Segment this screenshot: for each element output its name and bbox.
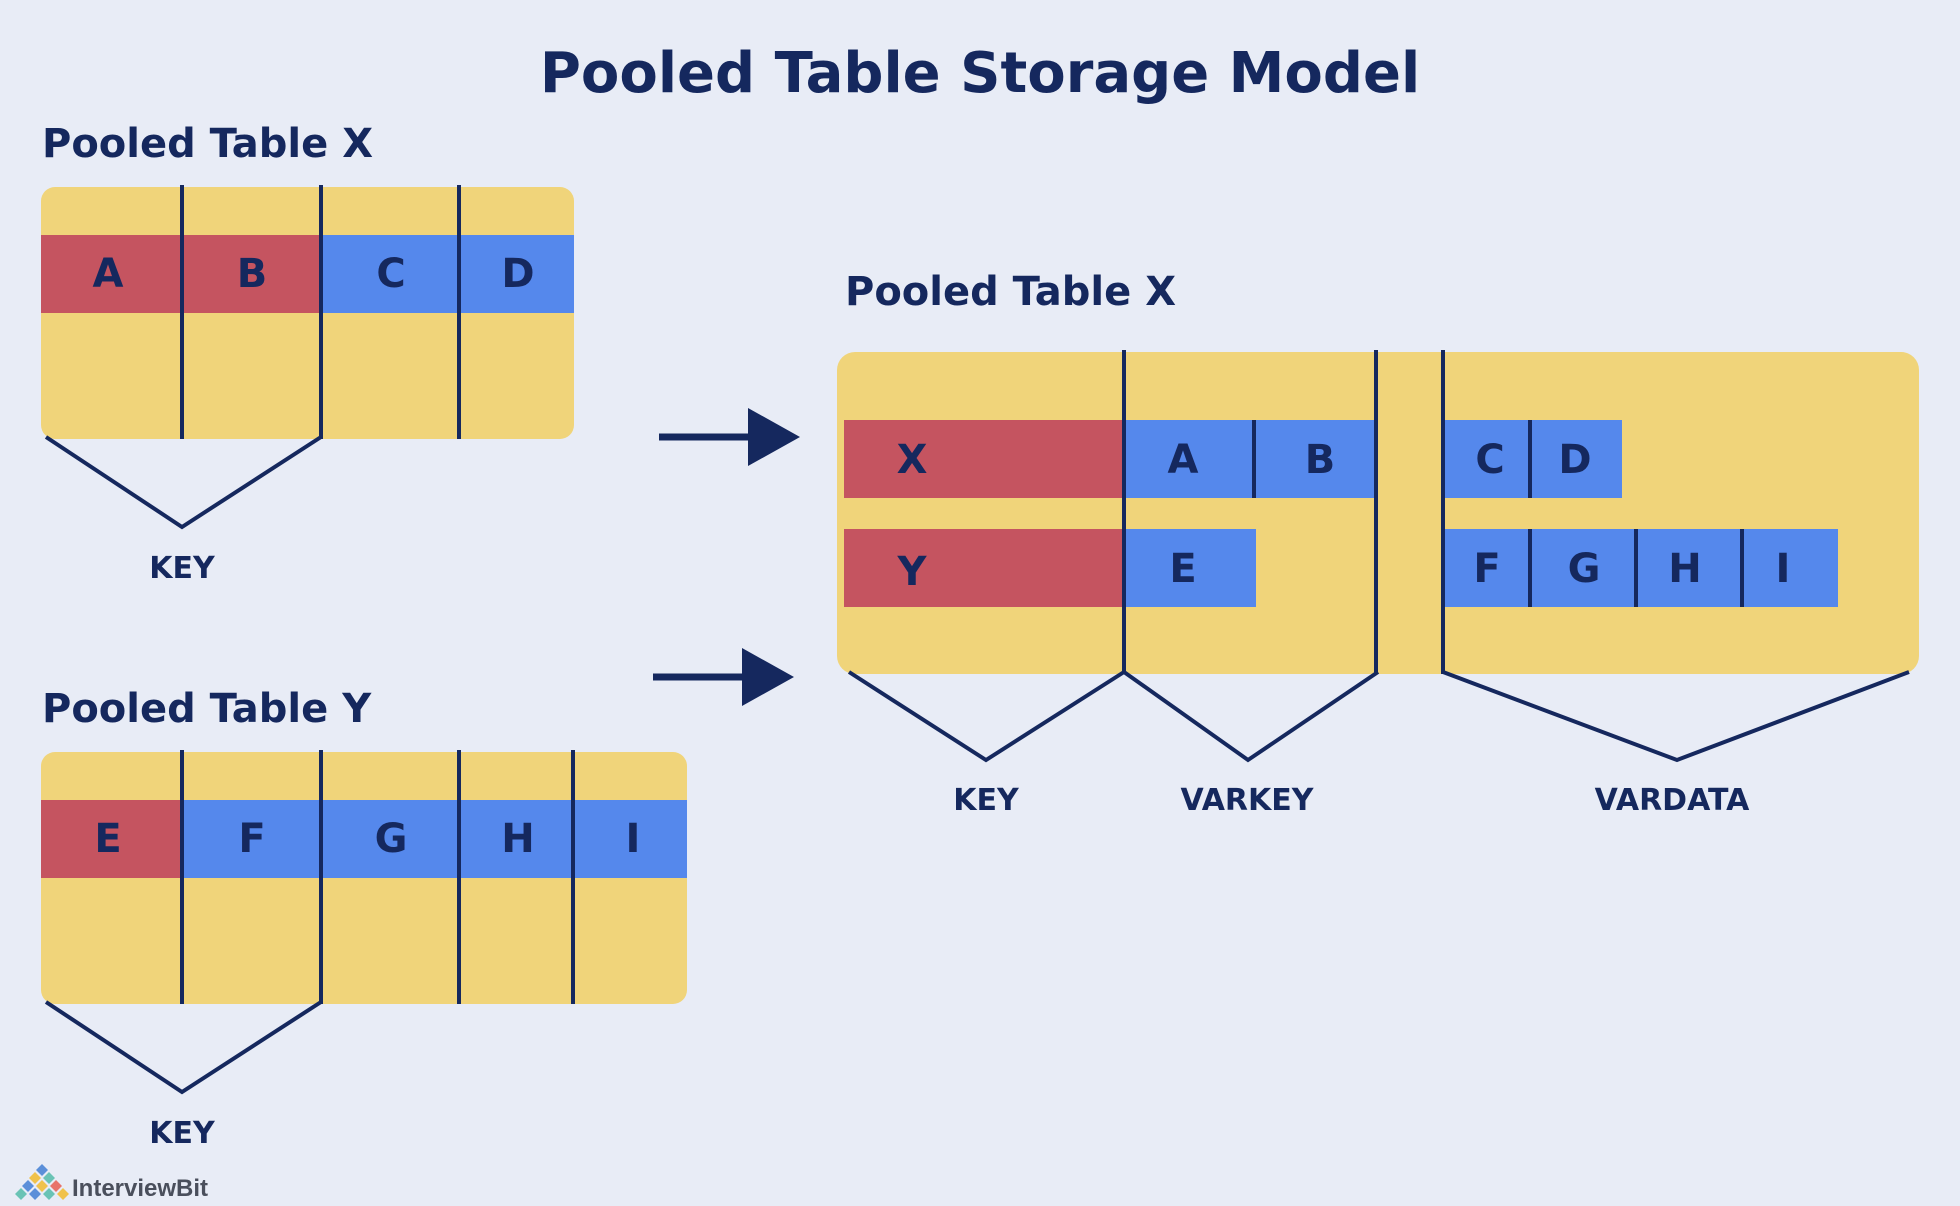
cell-label: Y (897, 549, 928, 595)
key-brace (44, 1000, 323, 1095)
logo-text: InterviewBit (72, 1175, 208, 1202)
cell-label: F (1473, 546, 1500, 592)
vardata-cell (1742, 529, 1838, 607)
cell-label: A (93, 251, 124, 297)
key-brace (847, 670, 1126, 763)
cell-label: B (237, 251, 268, 297)
cell-label: C (376, 251, 405, 297)
pooled-table-heading: Pooled Table X (845, 269, 1176, 315)
data-cell (459, 235, 574, 313)
arrow-right-icon (659, 408, 800, 466)
source-table-y: Pooled Table Y E F G H I KEY (41, 686, 687, 1151)
cell-label: E (94, 816, 121, 862)
varkey-brace (1122, 670, 1380, 763)
vardata-cell (1530, 420, 1622, 498)
varkey-cell (1254, 420, 1375, 498)
source-table-x: Pooled Table X A B C D KEY (41, 121, 574, 586)
interviewbit-logo: InterviewBit (15, 1164, 208, 1202)
varkey-cell (1124, 420, 1254, 498)
arrow-right-icon (653, 648, 794, 706)
key-cell (844, 420, 1124, 498)
cell-label: D (501, 251, 534, 297)
data-cell (182, 800, 321, 878)
cell-label: X (897, 437, 928, 483)
cell-label: H (1668, 546, 1701, 592)
cell-label: F (238, 816, 265, 862)
brace-label: VARKEY (1181, 783, 1315, 818)
pooled-table: Pooled Table X X A B C D Y E F G H (837, 269, 1919, 818)
cell-label: A (1168, 437, 1199, 483)
vardata-cell (1530, 529, 1636, 607)
data-cell (459, 800, 573, 878)
source-table-x-heading: Pooled Table X (42, 121, 373, 167)
data-cell (321, 235, 459, 313)
varkey-cell (1124, 529, 1256, 607)
source-table-y-heading: Pooled Table Y (42, 686, 372, 732)
brace-label: KEY (149, 1116, 216, 1151)
page-title: Pooled Table Storage Model (540, 41, 1420, 106)
cell-label: C (1475, 437, 1504, 483)
cell-label: H (501, 816, 534, 862)
cell-label: I (1776, 546, 1791, 592)
logo-mark-icon (15, 1164, 69, 1200)
data-cell (321, 800, 459, 878)
brace-label: KEY (149, 551, 216, 586)
cell-label: D (1558, 437, 1591, 483)
cell-label: G (375, 816, 408, 862)
vardata-brace (1442, 670, 1910, 763)
vardata-cell (1443, 529, 1530, 607)
brace-label: VARDATA (1595, 783, 1750, 818)
cell-label: E (1169, 546, 1196, 592)
cell-label: B (1305, 437, 1336, 483)
key-cell (844, 529, 1124, 607)
brace-label: KEY (953, 783, 1020, 818)
data-cell (573, 800, 687, 878)
vardata-cell (1443, 420, 1530, 498)
key-brace (44, 435, 323, 530)
vardata-cell (1636, 529, 1742, 607)
key-cell (41, 800, 182, 878)
key-cell (41, 235, 182, 313)
cell-label: G (1568, 546, 1601, 592)
cell-label: I (626, 816, 641, 862)
key-cell (182, 235, 321, 313)
